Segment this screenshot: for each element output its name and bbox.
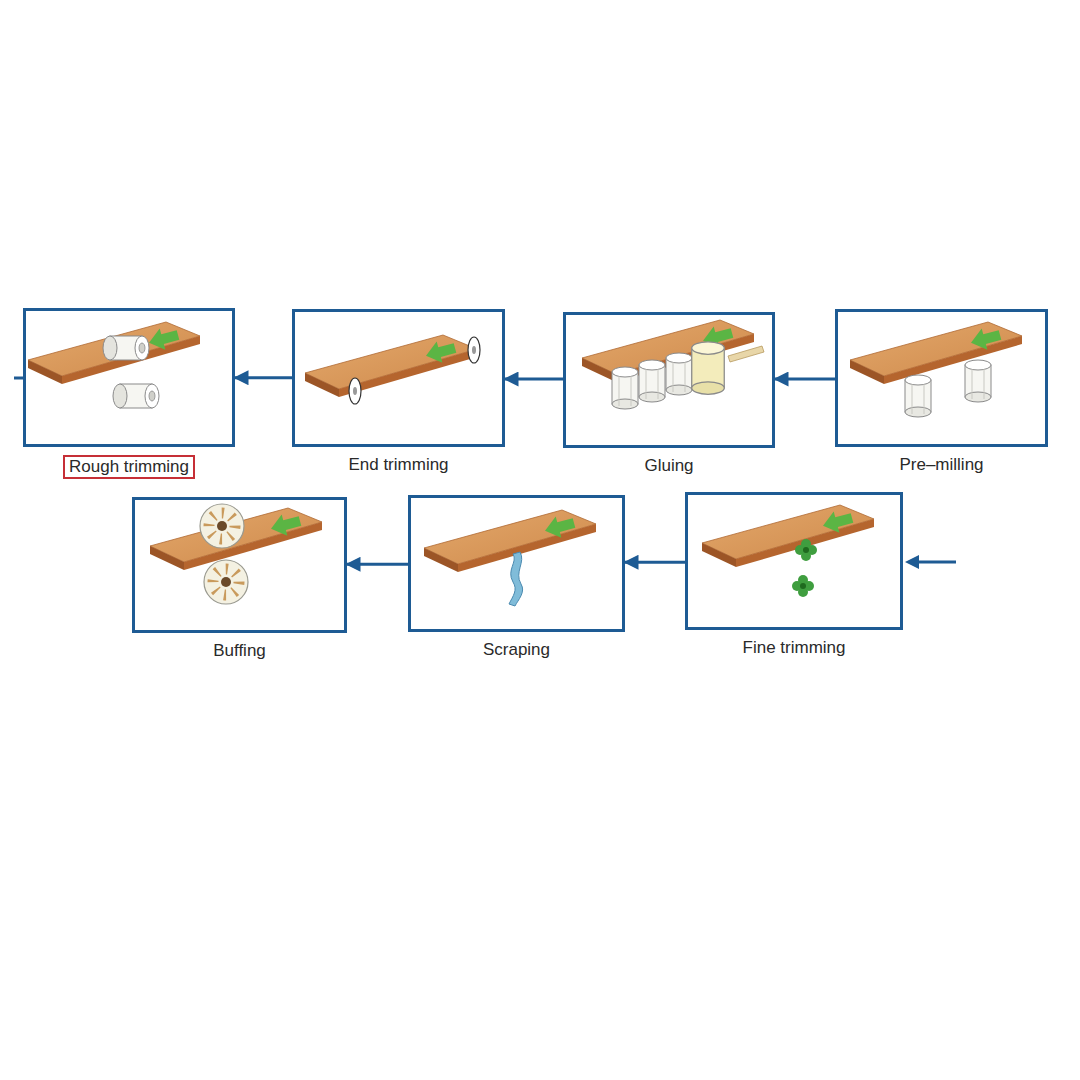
- flow-arrow: [235, 376, 292, 379]
- step-frame: [408, 495, 625, 632]
- flow-arrow: [625, 561, 685, 564]
- step-frame: [563, 312, 775, 448]
- process-step: End trimming: [292, 309, 505, 475]
- step-label: Scraping: [480, 640, 553, 660]
- step-frame: [685, 492, 903, 630]
- process-step: Scraping: [408, 495, 625, 660]
- step-frame: [23, 308, 235, 447]
- step-label: Gluing: [641, 456, 696, 476]
- step-frame: [132, 497, 347, 633]
- step-frame: [292, 309, 505, 447]
- step-label: Pre–milling: [896, 455, 986, 475]
- step-frame: [835, 309, 1048, 447]
- step-label-row: End trimming: [292, 455, 505, 475]
- process-step: Gluing: [563, 312, 775, 476]
- process-step: Pre–milling: [835, 309, 1048, 475]
- step-label-row: Scraping: [408, 640, 625, 660]
- process-step: Rough trimming: [23, 308, 235, 479]
- step-label: Buffing: [210, 641, 269, 661]
- flow-arrow: [505, 378, 563, 381]
- step-label-row: Buffing: [132, 641, 347, 661]
- step-label: End trimming: [345, 455, 451, 475]
- process-step: Buffing: [132, 497, 347, 661]
- step-label: Fine trimming: [740, 638, 849, 658]
- step-label-row: Rough trimming: [23, 455, 235, 479]
- step-label-row: Fine trimming: [685, 638, 903, 658]
- step-label-row: Pre–milling: [835, 455, 1048, 475]
- process-step: Fine trimming: [685, 492, 903, 658]
- flow-arrow: [775, 378, 835, 381]
- step-label: Rough trimming: [63, 455, 195, 479]
- flow-arrow: [347, 563, 408, 566]
- step-label-row: Gluing: [563, 456, 775, 476]
